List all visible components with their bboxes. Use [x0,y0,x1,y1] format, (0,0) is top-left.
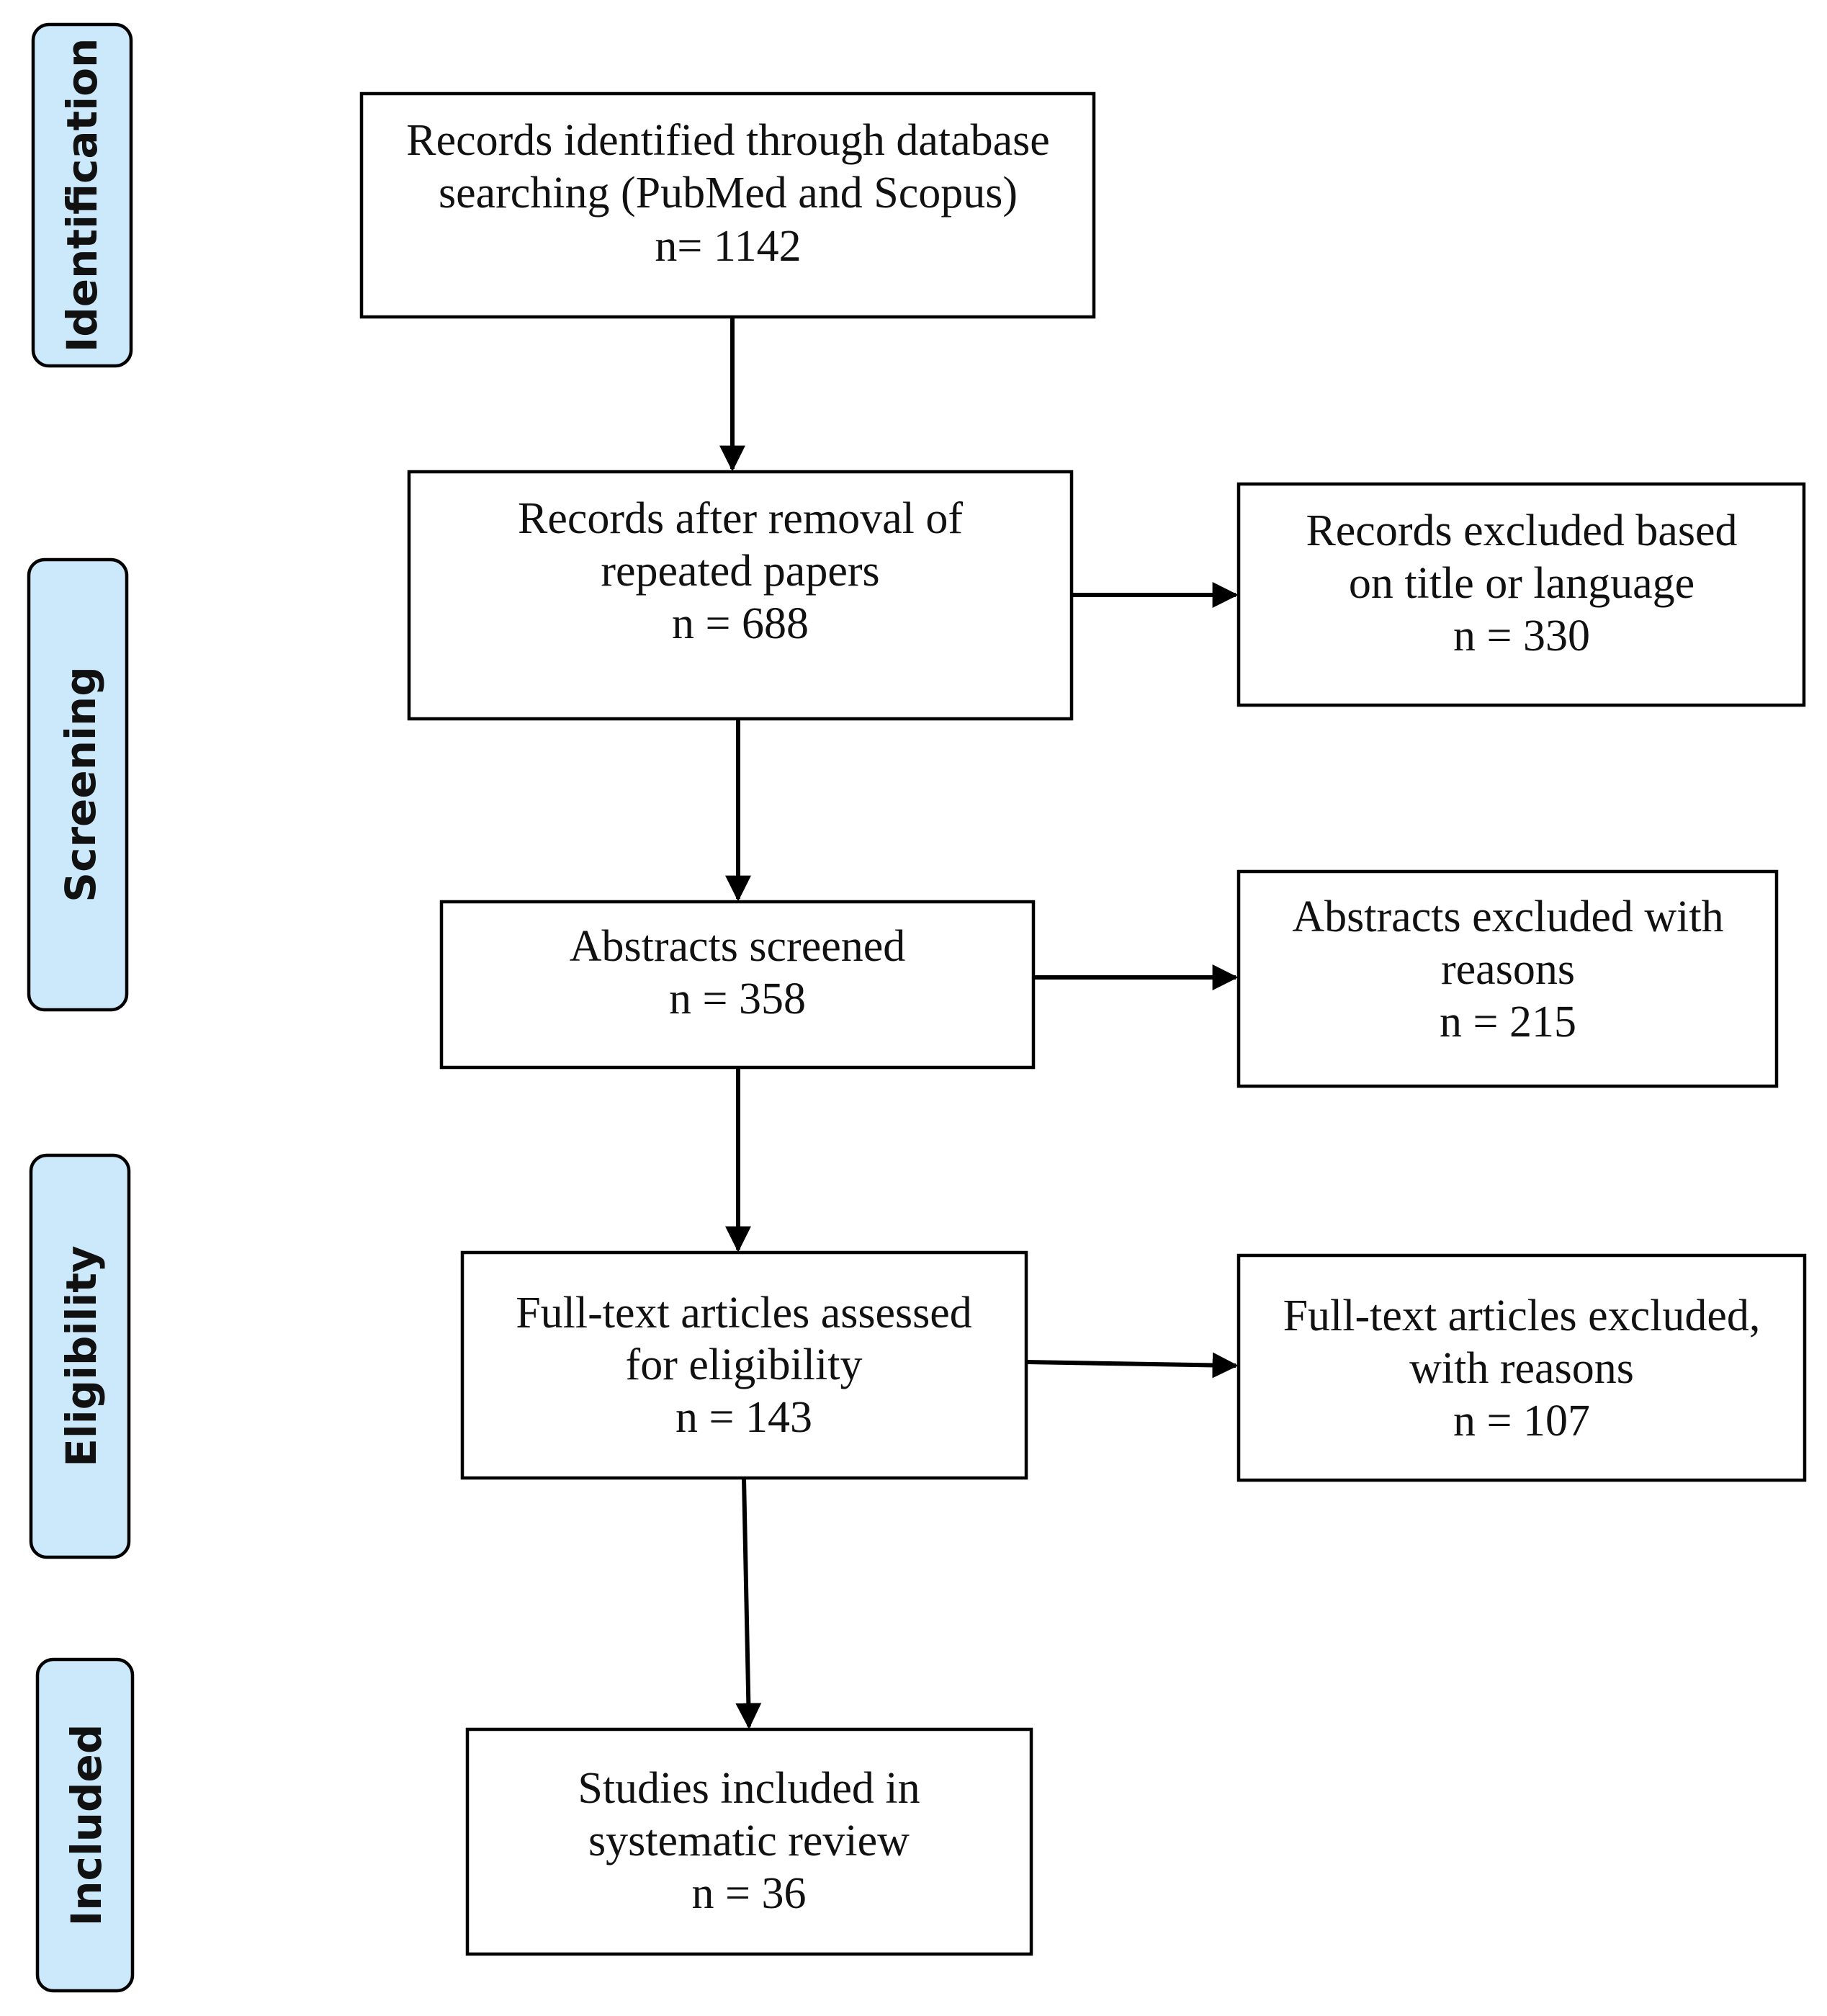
box-records-after-removal-line2: repeated papers [601,547,879,596]
stage-included-box [35,1657,135,1993]
box-records-identified-count: n= 1142 [655,222,801,271]
box-abstracts-excluded: Abstracts excluded with reasons n = 215 [1236,869,1779,1088]
box-abstracts-excluded-count: n = 215 [1440,998,1576,1047]
box-records-excluded-title-frame [1236,482,1806,707]
box-fulltext-excluded-frame [1236,1253,1807,1482]
box-records-after-removal-line1: Records after removal of [518,494,963,543]
box-records-identified-frame [359,91,1096,319]
box-fulltext-assessed: Full-text articles assessed for eligibil… [460,1250,1028,1480]
stage-screening-box [27,557,129,1012]
box-abstracts-excluded-line1: Abstracts excluded with [1292,892,1723,941]
box-studies-included-line2: systematic review [588,1816,910,1865]
stage-included: Included [35,1657,135,1993]
stage-identification-box [31,22,133,368]
box-fulltext-assessed-line2: for eligibility [626,1340,863,1389]
box-records-excluded-title-count: n = 330 [1453,611,1590,660]
box-abstracts-screened-line1: Abstracts screened [570,922,906,971]
box-records-identified-line2: searching (PubMed and Scopus) [439,169,1018,218]
box-records-excluded-title-line1: Records excluded based [1306,506,1737,555]
box-fulltext-excluded: Full-text articles excluded, with reason… [1236,1253,1807,1482]
box-abstracts-screened-count: n = 358 [669,975,806,1023]
box-fulltext-assessed-line1: Full-text articles assessed [516,1289,972,1338]
box-records-after-removal-count: n = 688 [672,599,809,648]
stage-identification: Identification [31,22,133,368]
arrow-fulltext-to-included [735,1477,762,1729]
stage-screening: Screening [27,557,129,1012]
box-records-excluded-title: Records excluded based on title or langu… [1236,482,1806,707]
box-records-identified: Records identified through database sear… [359,91,1096,319]
box-fulltext-assessed-count: n = 143 [675,1393,812,1442]
box-records-after-removal-frame [407,470,1074,721]
stage-identification-label: Identification [58,38,107,353]
stage-included-label: Included [62,1724,111,1927]
box-fulltext-excluded-line1: Full-text articles excluded, [1283,1291,1761,1340]
stage-eligibility-label: Eligibility [57,1245,106,1466]
box-records-identified-line1: Records identified through database [406,116,1050,165]
box-abstracts-screened: Abstracts screened n = 358 [439,900,1036,1070]
box-studies-included-frame [465,1727,1033,1956]
box-studies-included-count: n = 36 [692,1869,807,1918]
stage-screening-label: Screening [56,666,105,902]
box-records-excluded-title-line2: on title or language [1349,559,1694,608]
box-abstracts-excluded-frame [1236,869,1779,1088]
box-abstracts-excluded-line2: reasons [1441,945,1575,994]
box-fulltext-excluded-line2: with reasons [1409,1344,1634,1393]
box-abstracts-screened-frame [439,900,1036,1070]
box-studies-included: Studies included in systematic review n … [465,1727,1033,1956]
stage-eligibility-box [29,1153,131,1559]
box-fulltext-excluded-count: n = 107 [1453,1397,1590,1446]
box-studies-included-line1: Studies included in [578,1764,920,1813]
arrow-fulltext-to-excluded [1025,1352,1239,1379]
stage-eligibility: Eligibility [29,1153,131,1559]
box-records-after-removal: Records after removal of repeated papers… [407,470,1074,721]
